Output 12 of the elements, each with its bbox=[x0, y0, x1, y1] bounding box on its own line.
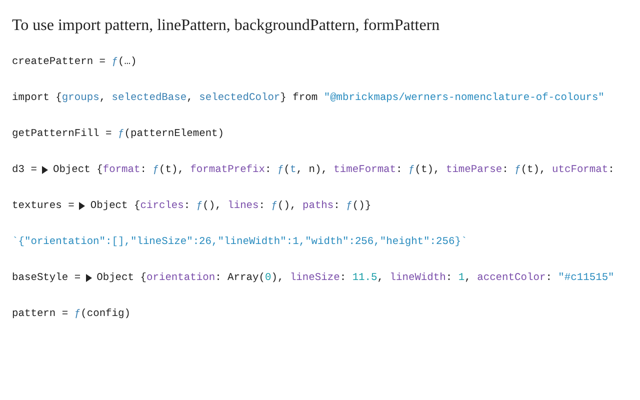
code-line: Object {format: ƒ(t), formatPrefix: ƒ(t, n), timeFormat: ƒ(t), timeParse: ƒ(t), utcFormat: bbox=[52, 164, 614, 176]
code-line: import {groups, selectedBase, selectedColor} from "@mbrickmaps/werners-nomenclature-of-colours" bbox=[12, 92, 604, 104]
intro-text: To use import pattern, linePattern, backgroundPattern, formPattern bbox=[12, 17, 440, 35]
code-line: d3 = bbox=[12, 164, 37, 176]
code-line: createPattern = ƒ(…) bbox=[12, 56, 137, 68]
code-line: textures = bbox=[12, 200, 74, 212]
code-line: pattern = ƒ(config) bbox=[12, 308, 130, 320]
code-line: baseStyle = bbox=[12, 272, 81, 284]
code-line: Object {circles: ƒ(), lines: ƒ(), paths: ƒ()} bbox=[90, 200, 372, 212]
code-line: getPatternFill = ƒ(patternElement) bbox=[12, 128, 224, 140]
code-line: `{"orientation":[],"lineSize":26,"lineWidth":1,"width":256,"height":256}` bbox=[12, 236, 468, 248]
code-line: Object {orientation: Array(0), lineSize: 11.5, lineWidth: 1, accentColor: "#c11515" bbox=[96, 272, 614, 284]
